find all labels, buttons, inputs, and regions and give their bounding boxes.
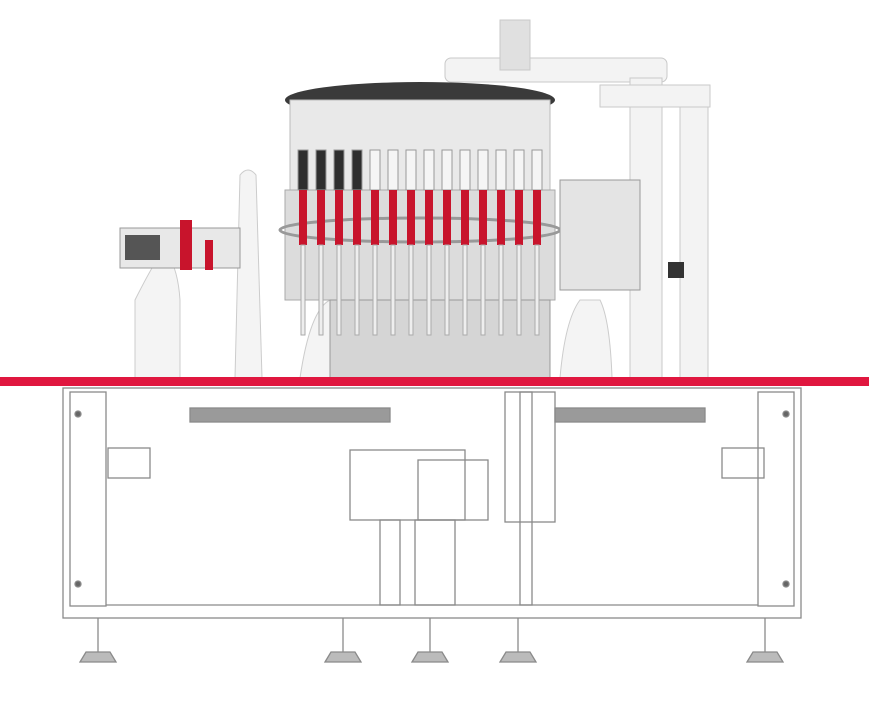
valve-cylinder: [353, 190, 361, 245]
valve-head: [315, 149, 327, 191]
valve-cylinder: [299, 190, 307, 245]
valve-stem: [336, 244, 342, 336]
valve-cylinder: [461, 190, 469, 245]
valve-head: [531, 149, 543, 191]
valve-cylinder: [497, 190, 505, 245]
valve-stem: [534, 244, 540, 336]
valve-head: [405, 149, 417, 191]
valve-cylinder: [515, 190, 523, 245]
valve-stem: [462, 244, 468, 336]
valve-head: [495, 149, 507, 191]
infeed-module: [119, 220, 241, 270]
foot-pad: [410, 651, 450, 663]
foot-pad: [745, 651, 785, 663]
valve-stem: [390, 244, 396, 336]
outfeed-module: [559, 179, 684, 291]
valve-head: [297, 149, 309, 191]
valve-stem: [480, 244, 486, 336]
valve-cylinder: [371, 190, 379, 245]
section-divider-line: [0, 377, 869, 386]
valve-cylinder: [479, 190, 487, 245]
valve-head: [513, 149, 525, 191]
valve-stem: [300, 244, 306, 336]
valve-cylinder: [533, 190, 541, 245]
valve-stem: [372, 244, 378, 336]
rotary-carousel: [278, 82, 562, 379]
valve-cylinder: [335, 190, 343, 245]
valve-head: [423, 149, 435, 191]
foot-pad: [78, 651, 118, 663]
valve-stem: [426, 244, 432, 336]
valve-cylinder: [389, 190, 397, 245]
gantry-frame: [444, 19, 711, 379]
valve-cylinder: [443, 190, 451, 245]
machine-render: [119, 19, 711, 379]
valve-head: [369, 149, 381, 191]
valve-stem: [354, 244, 360, 336]
filling-valves: [297, 149, 543, 336]
valve-head: [387, 149, 399, 191]
leveling-feet: [78, 618, 785, 663]
valve-stem: [408, 244, 414, 336]
valve-head: [333, 149, 345, 191]
valve-stem: [516, 244, 522, 336]
valve-cylinder: [407, 190, 415, 245]
valve-stem: [498, 244, 504, 336]
base-frame-drawing: [62, 387, 802, 663]
valve-stem: [318, 244, 324, 336]
valve-head: [477, 149, 489, 191]
foot-pad: [323, 651, 363, 663]
valve-cylinder: [425, 190, 433, 245]
valve-head: [459, 149, 471, 191]
valve-head: [351, 149, 363, 191]
valve-head: [441, 149, 453, 191]
foot-pad: [498, 651, 538, 663]
valve-cylinder: [317, 190, 325, 245]
valve-stem: [444, 244, 450, 336]
